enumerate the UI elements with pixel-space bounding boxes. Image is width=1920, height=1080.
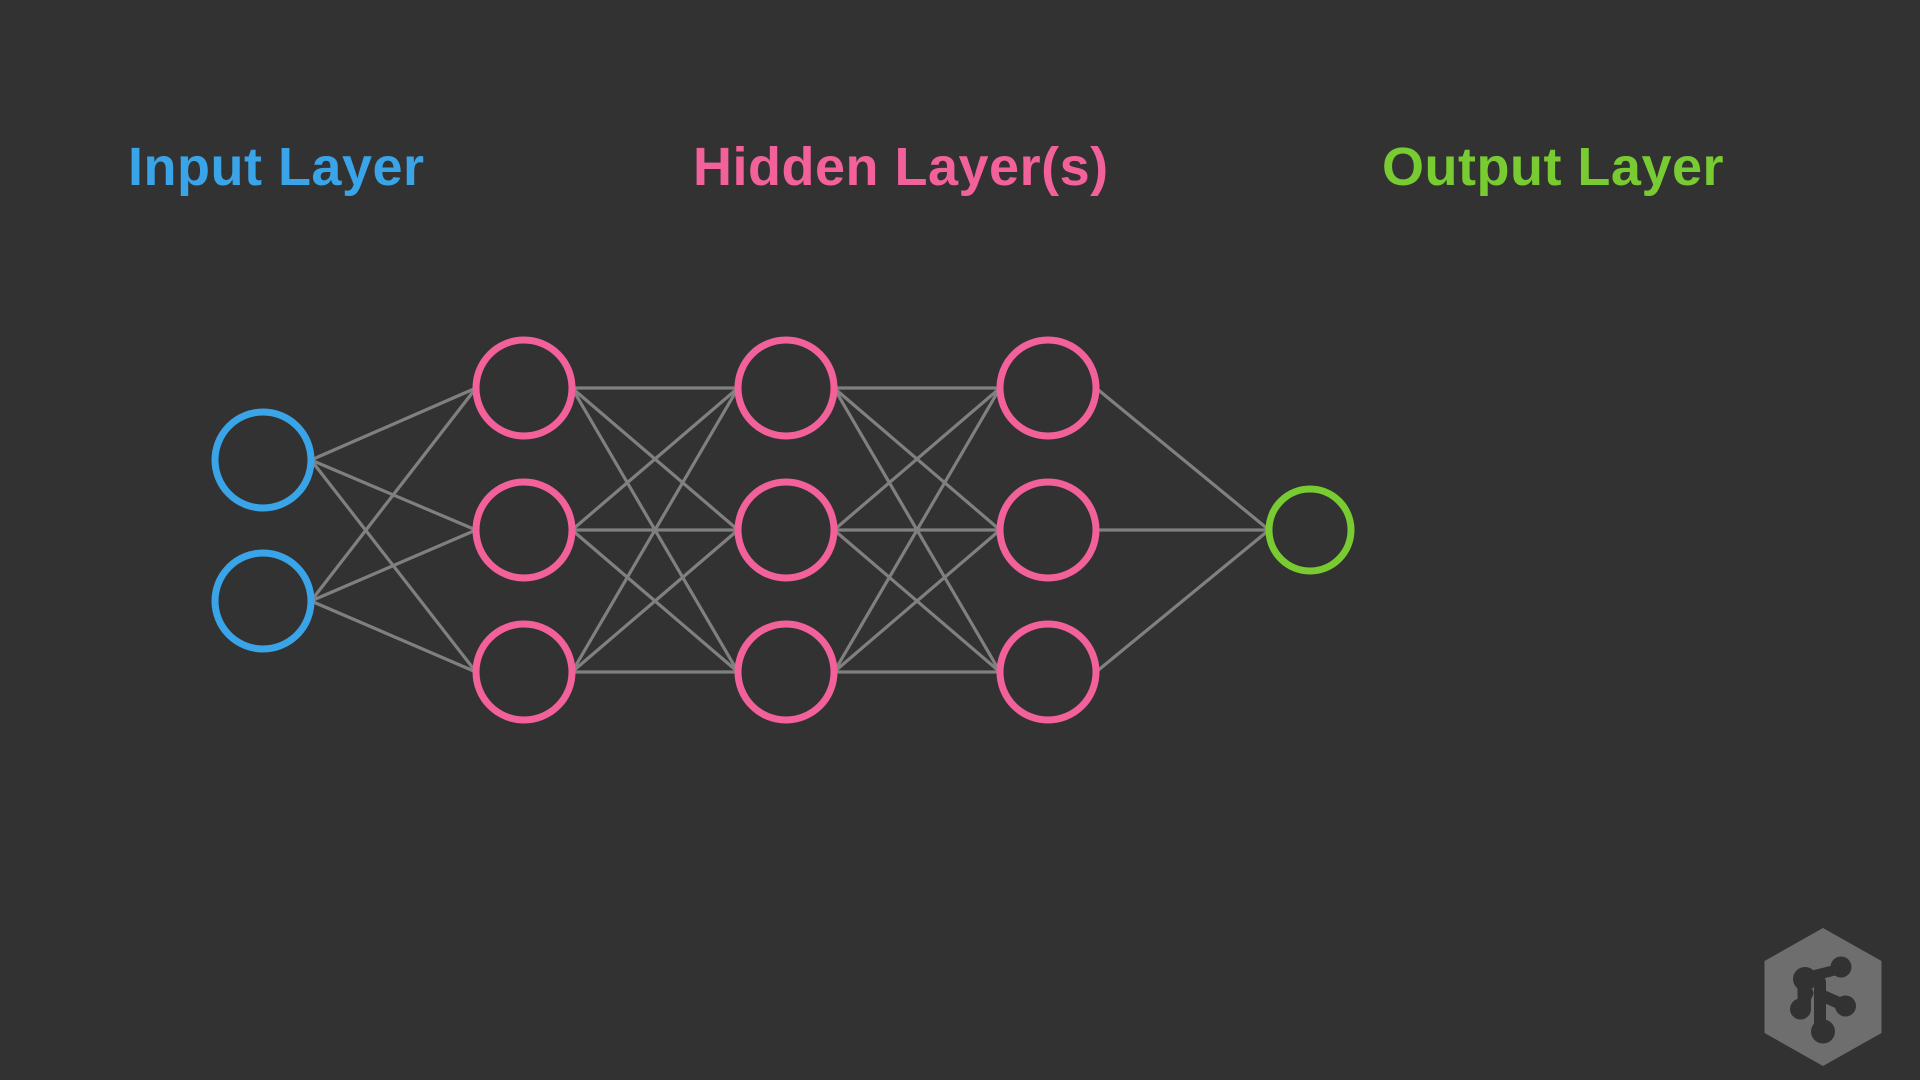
edge-hidden1-2-to-hidden2-1: [570, 386, 740, 532]
edge-input-1-to-hidden1-1: [310, 386, 477, 462]
node-hidden3-2[interactable]: [996, 478, 1100, 582]
edge-hidden2-3-to-hidden3-2: [832, 528, 1002, 674]
node-output-1[interactable]: [1265, 485, 1355, 575]
edge-input-2-to-hidden1-3: [310, 599, 477, 674]
edge-hidden1-3-to-hidden2-1: [570, 387, 740, 673]
node-hidden2-1[interactable]: [734, 336, 838, 440]
edge-layer: [309, 386, 1271, 674]
node-layer: [211, 336, 1355, 724]
edge-hidden3-1-to-output-1: [1094, 386, 1271, 532]
node-hidden3-3[interactable]: [996, 620, 1100, 724]
edge-hidden1-3-to-hidden2-2: [570, 528, 740, 674]
edge-hidden2-2-to-hidden3-1: [832, 386, 1002, 532]
node-hidden1-1[interactable]: [472, 336, 576, 440]
edge-input-2-to-hidden1-2: [310, 528, 477, 603]
node-input-1[interactable]: [211, 408, 315, 512]
node-hidden1-3[interactable]: [472, 620, 576, 724]
node-hidden2-3[interactable]: [734, 620, 838, 724]
hexagon-neuron-logo-icon: [1764, 928, 1882, 1066]
node-input-2[interactable]: [211, 549, 315, 653]
edge-hidden3-3-to-output-1: [1094, 528, 1271, 674]
node-hidden1-2[interactable]: [472, 478, 576, 582]
edge-input-2-to-hidden1-1: [309, 387, 478, 602]
edge-hidden2-3-to-hidden3-1: [832, 387, 1002, 673]
node-hidden2-2[interactable]: [734, 478, 838, 582]
node-hidden3-1[interactable]: [996, 336, 1100, 440]
